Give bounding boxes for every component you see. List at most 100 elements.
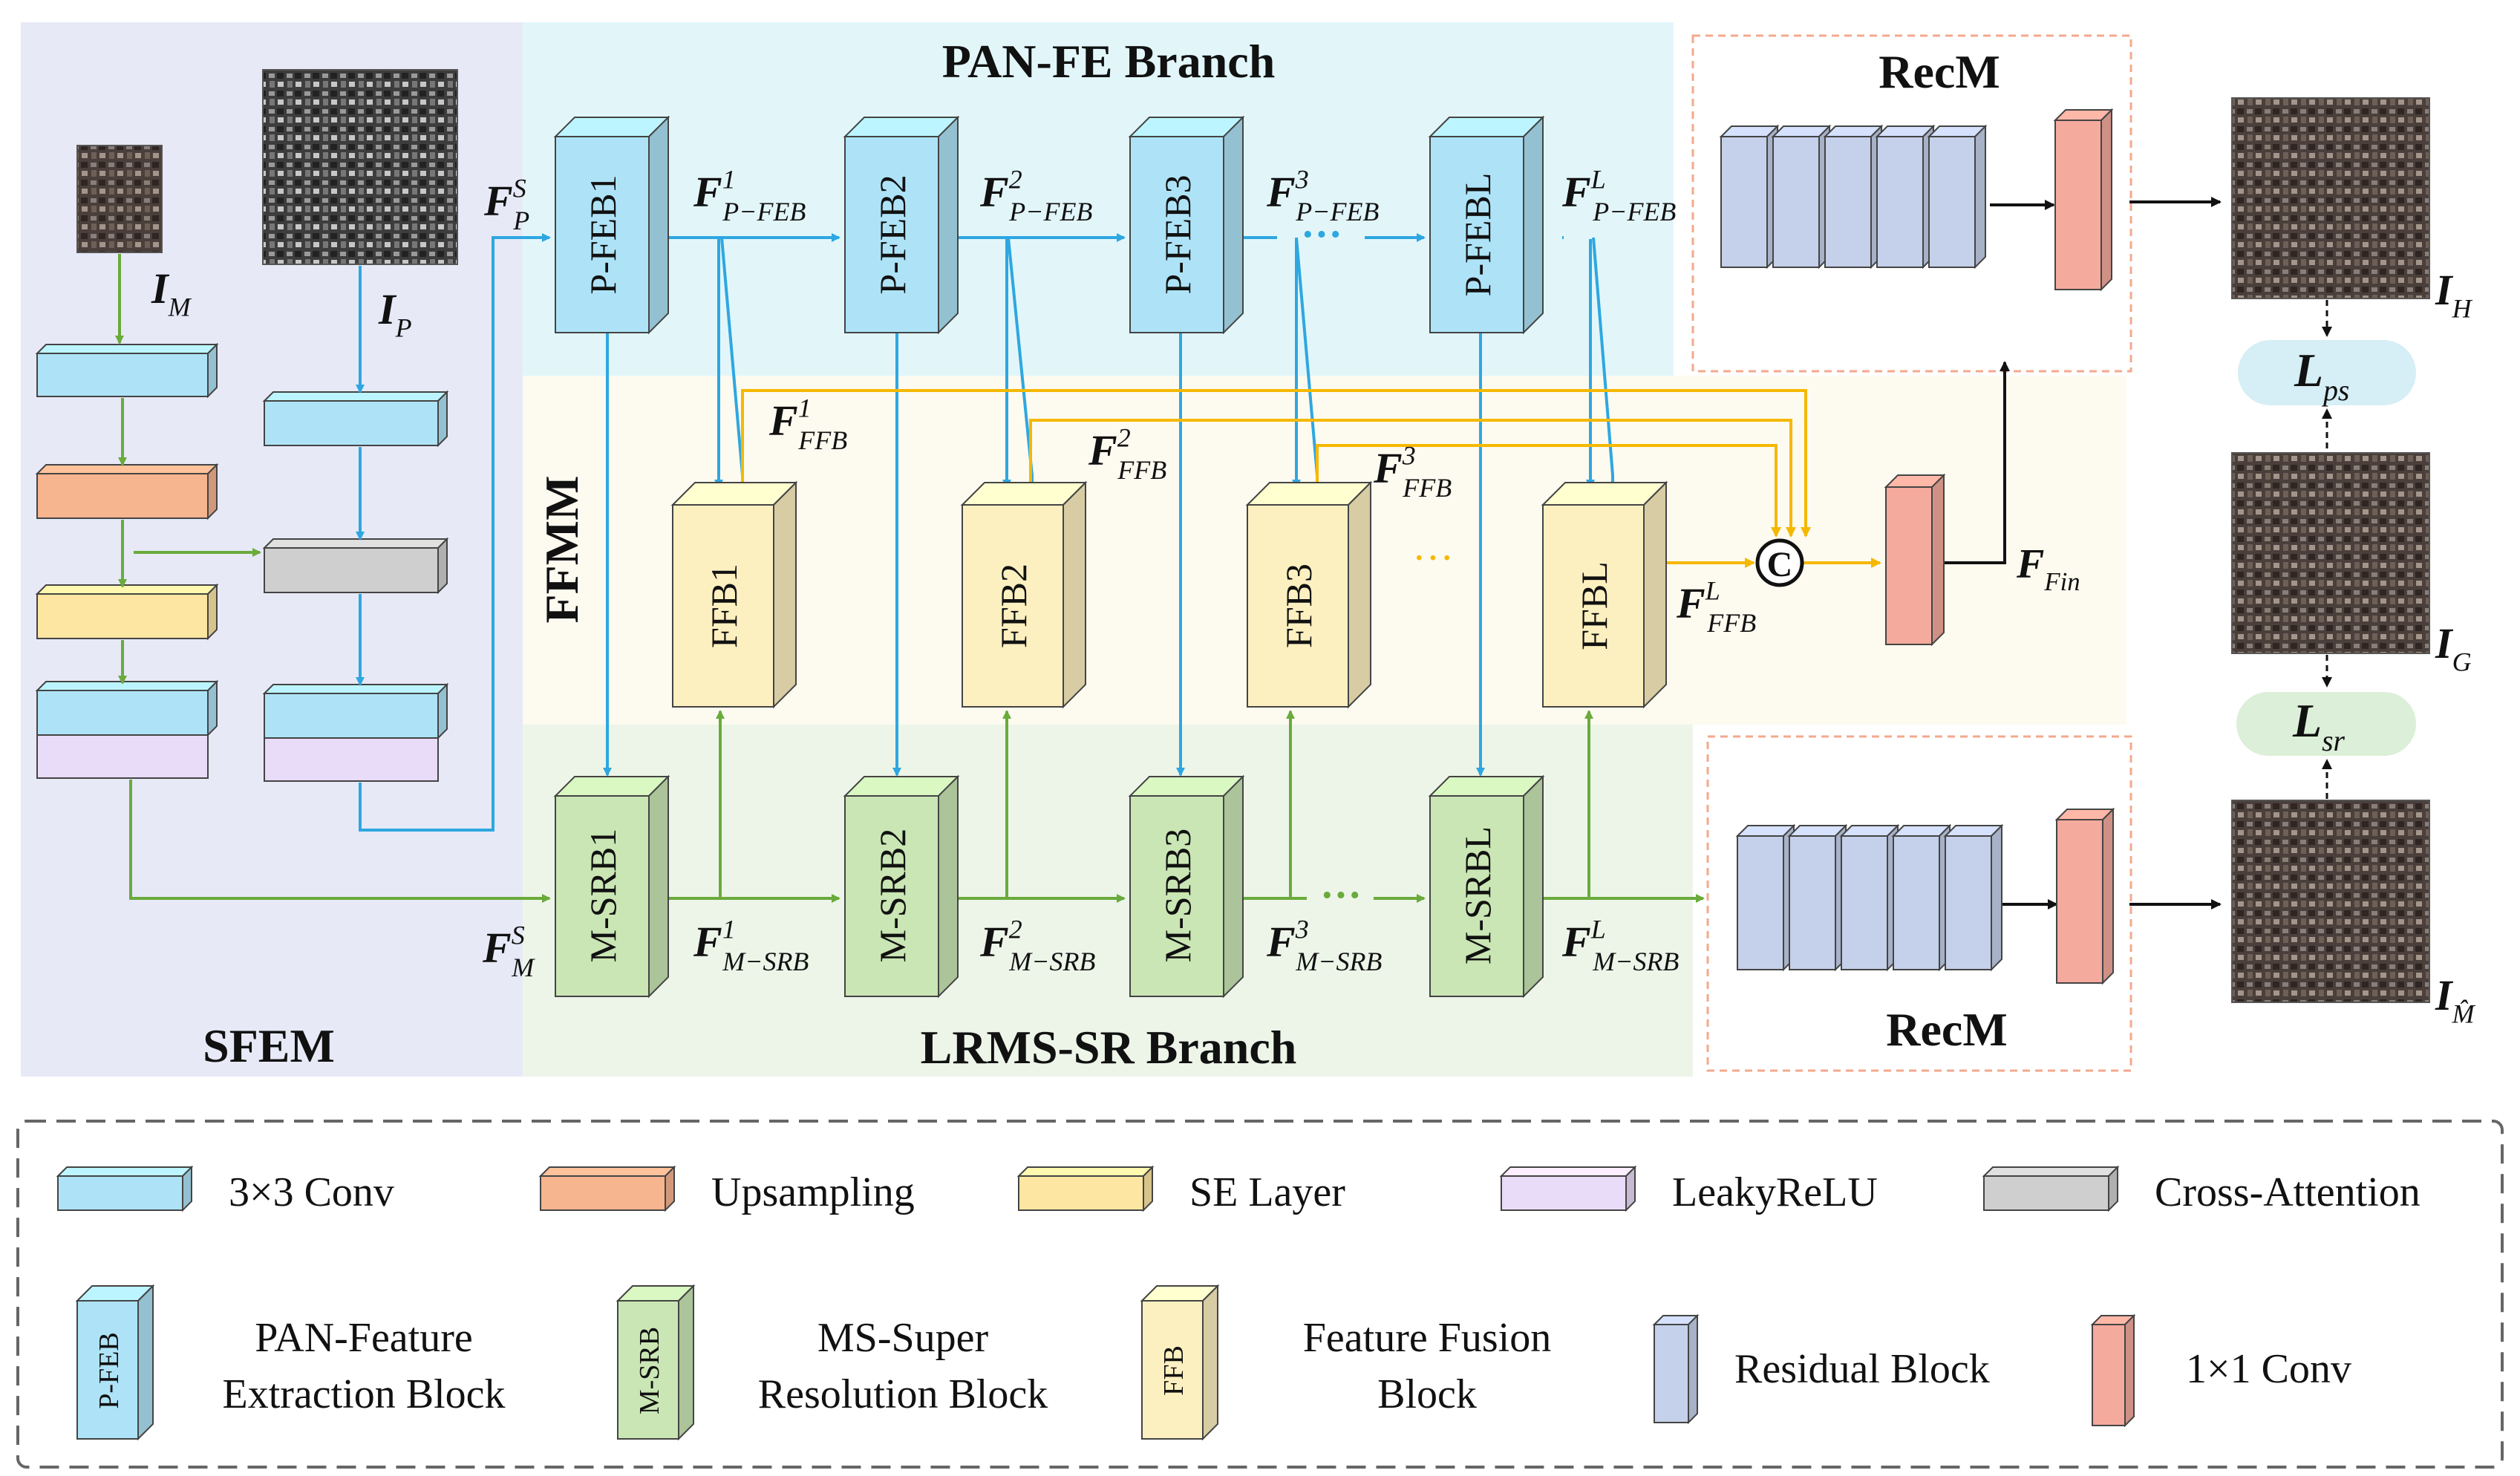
legend-pfeb-swatch bbox=[75, 1284, 155, 1441]
msrb-block-2 bbox=[843, 774, 960, 999]
ffb-block-3 bbox=[1245, 480, 1373, 709]
recm-top-conv1x1 bbox=[2053, 108, 2114, 292]
ms-input-image bbox=[76, 145, 163, 253]
legend-upsampling-swatch bbox=[538, 1165, 676, 1212]
legend-conv1x1-swatch bbox=[2090, 1313, 2136, 1428]
label-im: IM bbox=[151, 264, 192, 321]
arrow-8 bbox=[359, 233, 551, 832]
pan-input-image bbox=[262, 69, 458, 265]
pfeb-block-4 bbox=[1428, 115, 1545, 335]
sfem-pan-conv-block bbox=[262, 390, 449, 448]
ffb-label-1: FFB1 bbox=[703, 564, 745, 648]
recm-bottom-residual-4 bbox=[1891, 823, 1952, 972]
msrb-label-1: M-SRB1 bbox=[582, 829, 624, 963]
label-imhat: IM̂ bbox=[2435, 971, 2476, 1028]
legend-residual-block-label: Residual Block bbox=[1734, 1346, 1990, 1392]
pfeb-label-3: P-FEB3 bbox=[1157, 174, 1198, 294]
label-ip: IP bbox=[378, 285, 412, 342]
sfem-pan-conv2-block bbox=[262, 682, 449, 740]
ffb-block-1 bbox=[670, 480, 798, 709]
ffb-block-2 bbox=[960, 480, 1088, 709]
ffb-label-3: FFB3 bbox=[1278, 564, 1319, 648]
ffb-label-4: FFBL bbox=[1573, 561, 1615, 650]
msrb-block-3 bbox=[1128, 774, 1245, 999]
pfeb-label-2: P-FEB2 bbox=[872, 174, 913, 294]
recm-top-residual-3 bbox=[1823, 124, 1884, 270]
pan-chain-ellipsis: ··· bbox=[1301, 212, 1342, 258]
ms-chain-ellipsis: ··· bbox=[1320, 872, 1362, 918]
arrow-39 bbox=[741, 389, 1811, 538]
sfem-ms-conv-block bbox=[35, 342, 219, 399]
sfem-pan-leakyrelu-block bbox=[264, 737, 439, 782]
recm-top-residual-1 bbox=[1719, 124, 1780, 270]
sfem-upsampling-block bbox=[35, 463, 219, 520]
arrow-41 bbox=[1316, 444, 1781, 538]
output-image-h bbox=[2231, 97, 2430, 299]
pfeb-block-3 bbox=[1128, 115, 1245, 335]
recm-top-residual-4 bbox=[1875, 124, 1936, 270]
sfem-cross-attention-block bbox=[262, 537, 449, 595]
label-ffin: FFin bbox=[2016, 541, 2080, 596]
msrb-block-4 bbox=[1428, 774, 1545, 999]
legend-leakyrelu-label: LeakyReLU bbox=[1672, 1169, 1878, 1215]
sfem-se-layer-block bbox=[35, 583, 219, 641]
legend-leakyrelu-swatch bbox=[1499, 1165, 1637, 1212]
label-ig: IG bbox=[2435, 619, 2472, 676]
legend-frame bbox=[16, 1120, 2504, 1469]
recm-bottom-conv1x1 bbox=[2054, 807, 2115, 985]
legend-residual-block-swatch bbox=[1652, 1313, 1700, 1425]
label-lsr: Lsr bbox=[2292, 694, 2346, 757]
pfeb-block-1 bbox=[553, 115, 670, 335]
legend-se-layer-swatch bbox=[1016, 1165, 1155, 1212]
ffb-label-2: FFB2 bbox=[993, 564, 1034, 648]
arrow-44 bbox=[1936, 361, 2010, 564]
sfem-ms-conv2-block bbox=[35, 679, 219, 737]
legend-ffb-swatch bbox=[1140, 1284, 1220, 1441]
legend-se-layer-label: SE Layer bbox=[1189, 1169, 1345, 1215]
recm-bottom-residual-1 bbox=[1735, 823, 1796, 972]
legend-conv3x3-swatch bbox=[56, 1165, 194, 1212]
ffb-block-4 bbox=[1541, 480, 1668, 709]
legend-cross-attention-label: Cross-Attention bbox=[2155, 1169, 2421, 1215]
legend-msrb-swatch bbox=[616, 1284, 696, 1441]
loss-sr-pill bbox=[2236, 692, 2416, 756]
recm-bottom-residual-5 bbox=[1943, 823, 2004, 972]
output-image-mhat bbox=[2231, 800, 2430, 1003]
msrb-label-3: M-SRB3 bbox=[1157, 829, 1198, 963]
concat-node bbox=[1755, 538, 1804, 587]
recm-top-residual-5 bbox=[1927, 124, 1988, 270]
arrow-9 bbox=[129, 780, 551, 903]
sfem-title: SFEM bbox=[203, 1019, 335, 1072]
recm-bottom-residual-3 bbox=[1839, 823, 1900, 972]
recm-bottom-residual-2 bbox=[1787, 823, 1848, 972]
recm-bottom-title: RecM bbox=[1886, 1003, 2007, 1056]
arrow-40 bbox=[1029, 419, 1796, 538]
pfeb-label-4: P-FEBL bbox=[1457, 173, 1498, 297]
ms-branch-title: LRMS-SR Branch bbox=[921, 1021, 1297, 1074]
fusion-conv1x1-block bbox=[1884, 473, 1946, 647]
recm-top-title: RecM bbox=[1878, 45, 2000, 98]
sfem-ms-leakyrelu-block bbox=[36, 734, 209, 779]
msrb-label-4: M-SRBL bbox=[1457, 826, 1498, 964]
legend-pfeb-icon-label: P-FEB bbox=[94, 1332, 125, 1408]
output-image-g bbox=[2231, 452, 2430, 654]
legend-cross-attention-swatch bbox=[1982, 1165, 2120, 1212]
label-lps: Lps bbox=[2294, 344, 2349, 407]
pan-branch-title: PAN-FE Branch bbox=[942, 35, 1276, 88]
loss-ps-pill bbox=[2238, 340, 2416, 405]
msrb-label-2: M-SRB2 bbox=[872, 829, 913, 963]
msrb-block-1 bbox=[553, 774, 670, 999]
